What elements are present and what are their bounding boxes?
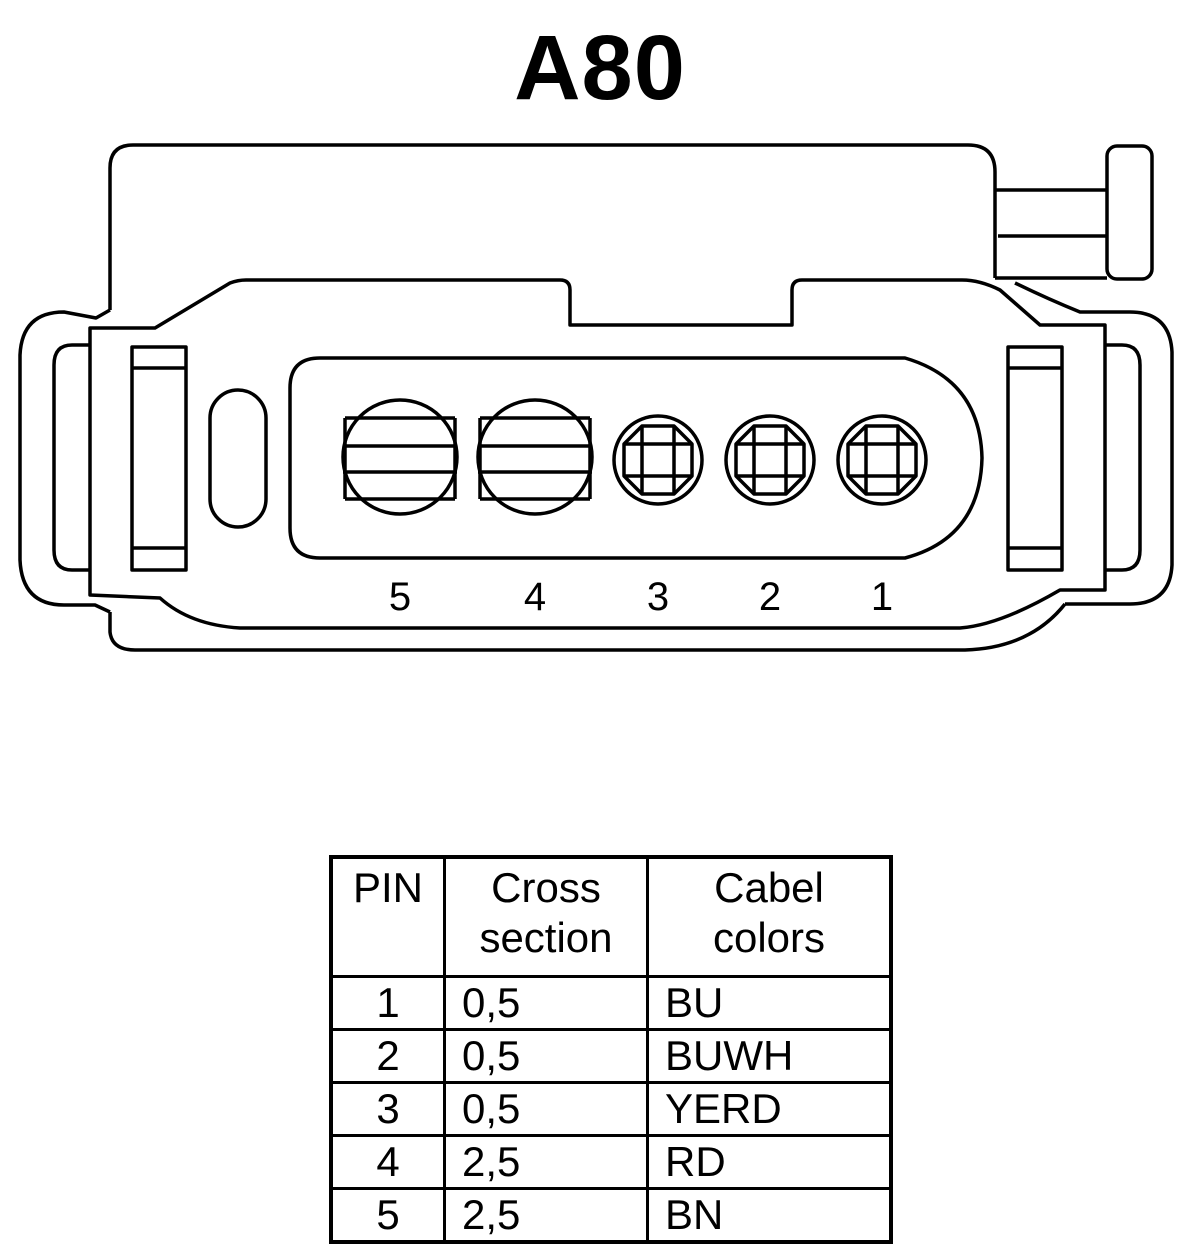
connector-lower-housing: [108, 602, 1067, 652]
cell-color: BUWH: [646, 1028, 893, 1084]
header-pin-label: PIN: [352, 864, 423, 911]
cell-cross-section: 0,5: [443, 975, 649, 1031]
terminal-3: [612, 414, 704, 506]
header-cable-colors-line2: colors: [712, 914, 826, 961]
cell-pin: 5: [329, 1187, 446, 1244]
table-row: 2 0,5 BUWH: [329, 1028, 893, 1084]
cell-pin: 2: [329, 1028, 446, 1084]
right-flange-inner: [1105, 343, 1142, 572]
right-flange: [1014, 281, 1174, 606]
pin-label-2: 2: [759, 575, 781, 619]
connector-inner-body: [88, 278, 1107, 630]
left-flange: [18, 308, 111, 614]
latch-tab: [1105, 144, 1154, 281]
right-lock-block: [1006, 345, 1064, 572]
pin-label-5: 5: [389, 575, 411, 619]
table-row: 5 2,5 BN: [329, 1187, 893, 1244]
cell-pin: 1: [329, 975, 446, 1031]
table-header-row: PIN Cross section Cabel colors: [329, 855, 893, 978]
header-cross-section: Cross section: [443, 855, 649, 978]
cell-cross-section: 0,5: [443, 1028, 649, 1084]
right-lock-lines: [1008, 366, 1062, 550]
cell-color: YERD: [646, 1081, 893, 1137]
latch-arm: [995, 188, 1107, 280]
coding-slot: [208, 388, 268, 529]
pin-cavity: [288, 356, 984, 560]
cell-color: BU: [646, 975, 893, 1031]
terminal-4: [476, 398, 594, 516]
connector-drawing: 5 4 3 2 1: [18, 143, 1174, 652]
cell-cross-section: 2,5: [443, 1187, 649, 1244]
header-cross-section-line1: Cross: [491, 864, 601, 911]
pin-label-1: 1: [871, 575, 893, 619]
left-flange-inner: [52, 343, 90, 572]
cell-cross-section: 2,5: [443, 1134, 649, 1190]
diagram-title: A80: [514, 17, 686, 119]
terminal-2: [724, 414, 816, 506]
left-lock-lines: [132, 366, 186, 550]
table-row: 4 2,5 RD: [329, 1134, 893, 1190]
cell-pin: 3: [329, 1081, 446, 1137]
terminal-5: [341, 398, 459, 516]
terminal-1: [836, 414, 928, 506]
pin-label-4: 4: [524, 575, 546, 619]
pin-assignment-table: PIN Cross section Cabel colors 1 0,5 BU …: [329, 855, 893, 1244]
header-cross-section-line2: section: [479, 914, 613, 961]
cell-cross-section: 0,5: [443, 1081, 649, 1137]
left-lock-block: [130, 345, 188, 572]
header-cable-colors: Cabel colors: [646, 855, 893, 978]
pin-label-3: 3: [647, 575, 669, 619]
cell-color: RD: [646, 1134, 893, 1190]
header-cable-colors-line1: Cabel: [714, 864, 824, 911]
table-row: 1 0,5 BU: [329, 975, 893, 1031]
cell-color: BN: [646, 1187, 893, 1244]
connector-upper-housing: [108, 143, 997, 310]
table-row: 3 0,5 YERD: [329, 1081, 893, 1137]
cell-pin: 4: [329, 1134, 446, 1190]
header-pin: PIN: [329, 855, 446, 978]
